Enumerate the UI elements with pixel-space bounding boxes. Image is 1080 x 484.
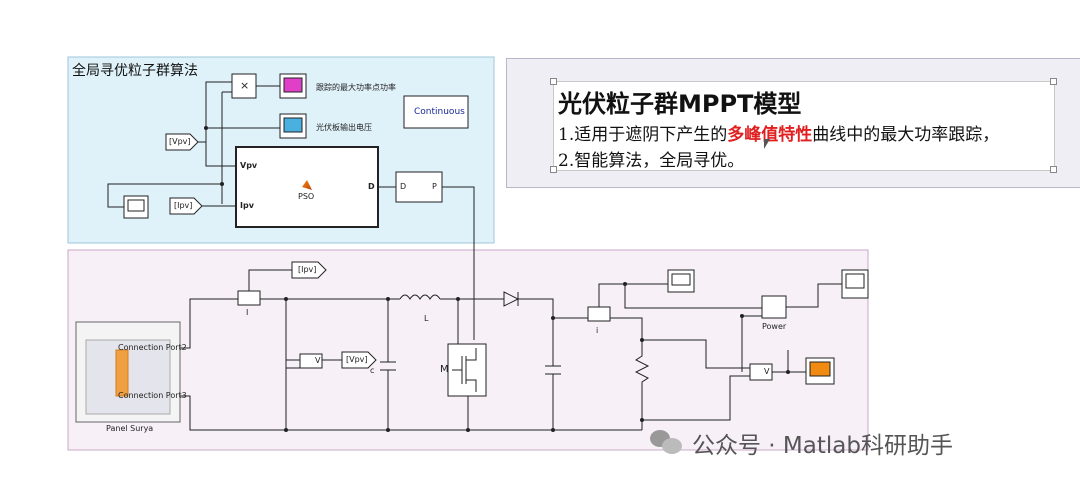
- matlab-icon: [302, 180, 312, 190]
- line1-pre: 1.适用于遮阴下产生的: [558, 125, 728, 145]
- annotation-panel[interactable]: 光伏粒子群MPPT模型 1.适用于遮阴下产生的多峰值特性曲线中的最大功率跟踪， …: [506, 58, 1080, 188]
- watermark-text: 公众号 · Matlab科研助手: [692, 433, 953, 459]
- current-sensor-I[interactable]: [237, 290, 261, 306]
- pso-area-title: 全局寻优粒子群算法: [72, 63, 198, 79]
- dp-port-d: D: [400, 182, 407, 191]
- from-ipv-tag[interactable]: [169, 197, 203, 215]
- annotation-line-2: 2.智能算法，全局寻优。: [558, 151, 745, 171]
- capacitor-label: c: [370, 366, 375, 375]
- continuous-label: Continuous: [414, 107, 465, 117]
- current-sensor-I-label: I: [246, 308, 249, 317]
- resize-handle-tr[interactable]: [1050, 78, 1057, 85]
- power-product[interactable]: [761, 295, 787, 319]
- current-sensor-i[interactable]: [587, 306, 611, 322]
- load-resistor[interactable]: [634, 330, 650, 408]
- voltage-sensor-label: V: [315, 356, 321, 365]
- goto-ipv[interactable]: [291, 261, 327, 279]
- panel-port2: Connection Port2: [118, 343, 187, 352]
- inductor-label: L: [424, 314, 429, 323]
- resize-handle-br[interactable]: [1050, 166, 1057, 173]
- annotation-textbox[interactable]: 光伏粒子群MPPT模型 1.适用于遮阴下产生的多峰值特性曲线中的最大功率跟踪， …: [553, 81, 1055, 171]
- scope-label-pv-voltage: 光伏板输出电压: [316, 123, 372, 132]
- from-ipv-label: [Ipv]: [174, 201, 193, 210]
- line1-highlight: 多峰值特性: [727, 125, 813, 145]
- resize-handle-bl[interactable]: [550, 166, 557, 173]
- pso-port-d: D: [368, 182, 375, 191]
- from-vpv-tag[interactable]: [165, 133, 199, 151]
- resize-handle-tl[interactable]: [550, 78, 557, 85]
- product-symbol: ×: [240, 79, 250, 92]
- goto-ipv-label: [Ipv]: [298, 265, 317, 274]
- diode[interactable]: [492, 291, 530, 307]
- from-vpv-label: [Vpv]: [169, 137, 191, 146]
- v-out-label: V: [764, 367, 770, 376]
- goto-vpv-label: [Vpv]: [346, 355, 368, 364]
- annotation-line-1: 1.适用于遮阴下产生的多峰值特性曲线中的最大功率跟踪，: [558, 120, 999, 145]
- product-block[interactable]: [231, 73, 257, 99]
- inductor-L[interactable]: [399, 294, 441, 300]
- pso-port-ipv: Ipv: [240, 201, 254, 210]
- voltage-sensor[interactable]: [299, 353, 323, 369]
- pso-port-vpv: Vpv: [240, 161, 258, 170]
- panel-port3: Connection Port3: [118, 391, 187, 400]
- mouse-cursor-icon: [764, 139, 770, 149]
- power-label: Power: [762, 322, 787, 331]
- scope-label-mppt-power: 跟踪的最大功率点功率: [316, 83, 396, 92]
- annotation-title: 光伏粒子群MPPT模型: [558, 90, 802, 118]
- watermark: 公众号 · Matlab科研助手: [650, 426, 953, 460]
- line1-post: 曲线中的最大功率跟踪，: [812, 125, 1000, 145]
- powergui-continuous[interactable]: [403, 95, 469, 129]
- panel-name: Panel Surya: [106, 424, 154, 433]
- mosfet-label: M: [440, 364, 449, 375]
- goto-vpv[interactable]: [341, 351, 377, 369]
- current-sensor-i-label: i: [596, 326, 599, 335]
- pso-block-name: PSO: [298, 192, 315, 201]
- wechat-icon: [650, 428, 684, 458]
- dp-port-p: P: [432, 182, 437, 191]
